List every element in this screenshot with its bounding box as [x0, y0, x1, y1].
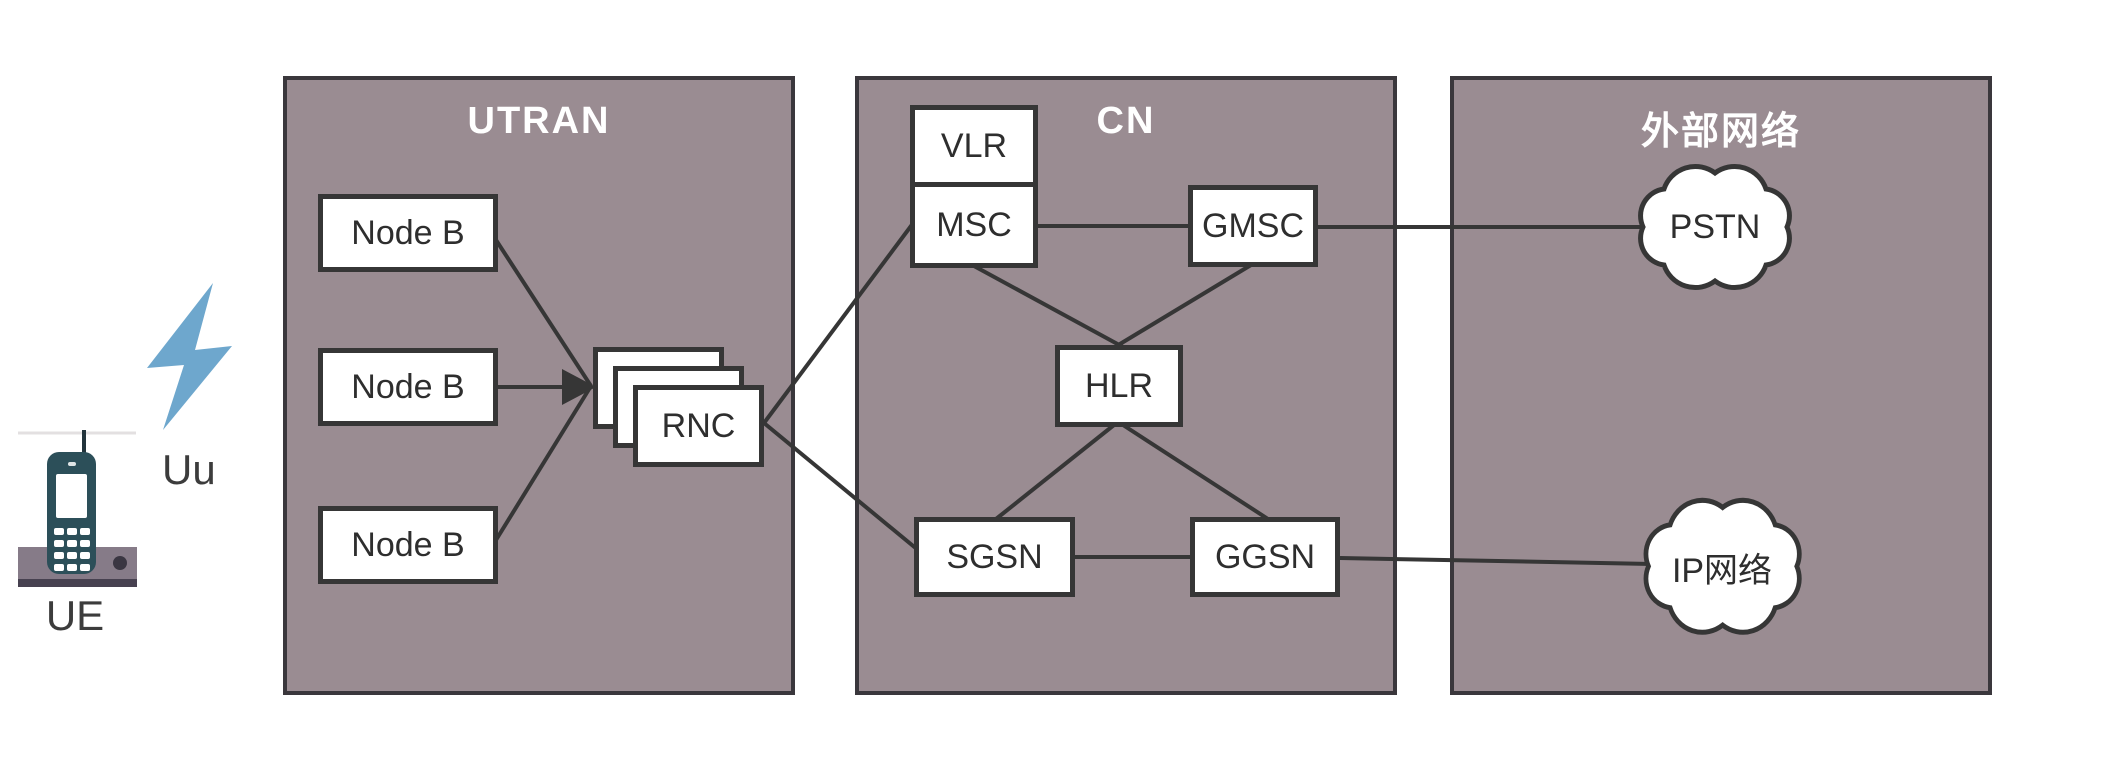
link-ggsn-ip-network: [1339, 556, 1655, 566]
hlr-box: HLR: [1055, 345, 1183, 427]
connection-lines: [494, 220, 1655, 566]
external-networks-panel-title: 外部网络: [1640, 111, 1801, 153]
mobile-phone-icon: [18, 430, 137, 587]
node-b-1-label: Node B: [351, 213, 465, 252]
link-rnc-sgsn: [762, 421, 920, 552]
msc-label: MSC: [936, 205, 1012, 244]
link-nodeb3-rnc: [494, 384, 593, 542]
ip-network-label: IP网络: [1671, 551, 1773, 590]
link-gmsc-hlr: [1113, 263, 1253, 349]
ggsn-label: GGSN: [1214, 537, 1316, 576]
node-b-2-box: Node B: [318, 348, 498, 426]
node-b-2-label: Node B: [351, 367, 465, 406]
vlr-box: VLR: [910, 105, 1038, 187]
node-b-3-box: Node B: [318, 506, 498, 584]
link-msc-hlr: [973, 264, 1124, 349]
link-hlr-sgsn: [994, 423, 1116, 521]
link-nodeb1-rnc: [494, 238, 593, 388]
gmsc-box: GMSC: [1188, 185, 1318, 267]
arrowhead-icon: [562, 369, 596, 405]
utran-panel-title: UTRAN: [467, 100, 611, 142]
ggsn-box: GGSN: [1190, 517, 1340, 597]
lightning-bolt-icon: [147, 283, 232, 430]
ue-label: UE: [45, 592, 105, 639]
uu-interface-label: Uu: [162, 446, 216, 493]
rnc-box: RNC: [633, 385, 764, 467]
sgsn-box: SGSN: [914, 517, 1075, 597]
link-rnc-msc: [762, 220, 916, 425]
msc-box: MSC: [910, 182, 1038, 268]
hlr-label: HLR: [1084, 366, 1154, 405]
sgsn-label: SGSN: [946, 537, 1043, 576]
link-hlr-ggsn: [1121, 423, 1270, 521]
node-b-1-box: Node B: [318, 194, 498, 272]
gmsc-label: GMSC: [1202, 206, 1304, 245]
pstn-label: PSTN: [1669, 207, 1761, 246]
rnc-label: RNC: [661, 406, 736, 445]
cn-panel-title: CN: [1096, 100, 1156, 142]
vlr-label: VLR: [940, 126, 1008, 165]
node-b-3-label: Node B: [351, 525, 465, 564]
